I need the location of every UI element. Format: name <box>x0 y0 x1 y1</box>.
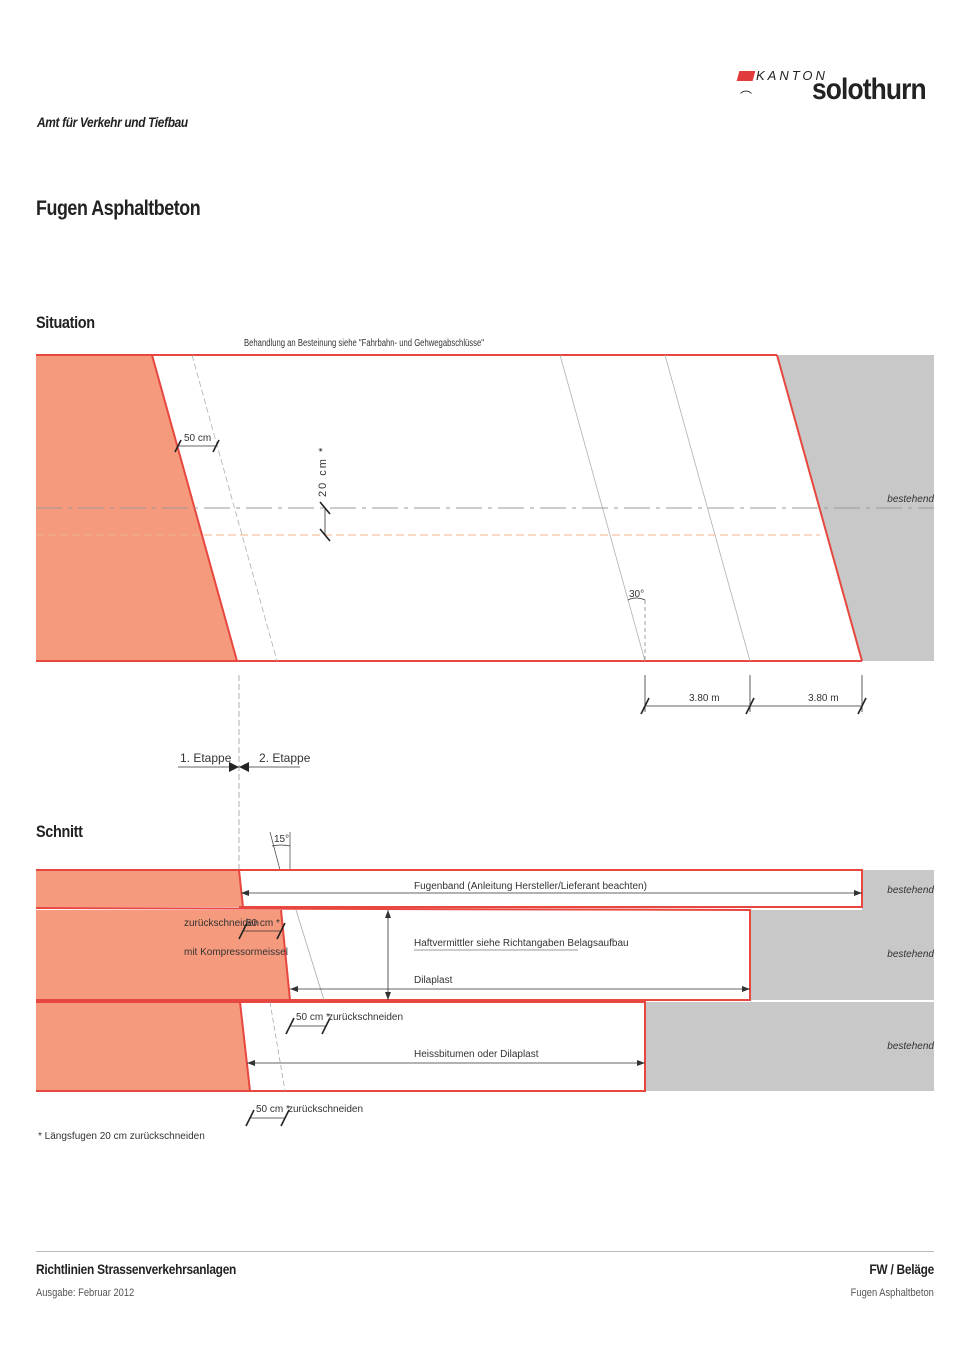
situation-heading: Situation <box>36 313 95 332</box>
kanton-solothurn-logo: ⌒ KANTON solothurn <box>736 68 938 108</box>
existing-label-1: bestehend <box>887 885 934 896</box>
cut-50-b: 50 cm * <box>296 1012 330 1023</box>
layer1-salmon <box>36 870 243 907</box>
kompressor-label: mit Kompressormeissel <box>184 947 288 958</box>
cut-label-a: zurückschneiden <box>184 918 259 929</box>
cut-b-tick-2 <box>321 1017 331 1035</box>
dilaplast-label: Dilaplast <box>414 975 453 986</box>
dilaplast-arrow-l-icon <box>290 986 298 992</box>
footer-document-name: Fugen Asphaltbeton <box>850 1287 934 1299</box>
layer1-existing <box>862 870 934 910</box>
dilaplast-arrow-r-icon <box>742 986 750 992</box>
plan-guide-50cm <box>191 354 278 662</box>
logo-hook-icon: ⌒ <box>740 90 753 104</box>
dim-50cm-tick-a <box>174 439 182 453</box>
dim-380-label-a: 3.80 m <box>689 693 720 704</box>
layer3-guide <box>269 1001 286 1092</box>
schnitt-heading: Schnitt <box>36 822 83 841</box>
layer3-outline <box>36 1001 646 1092</box>
footer-divider <box>36 1251 934 1252</box>
layer1-left-edge <box>238 869 244 908</box>
fugenband-arrow-l-icon <box>241 890 249 896</box>
haft-arrow-down-icon <box>385 992 391 1000</box>
department-name: Amt für Verkehr und Tiefbau <box>37 114 188 130</box>
cut-a-tick-2 <box>276 922 286 940</box>
angle-15-label: 15° <box>274 834 289 845</box>
footer-category: FW / Beläge <box>869 1261 934 1277</box>
angle-30-arc <box>627 597 646 601</box>
dim-50cm-tick-b <box>212 439 220 453</box>
haft-arrow-up-icon <box>385 910 391 918</box>
angle-30-label: 30° <box>629 589 644 600</box>
plan-top-note: Behandlung an Besteinung siehe "Fahrbahn… <box>244 338 484 349</box>
layer3-left-edge <box>239 1001 251 1092</box>
cut-b-tick-1 <box>285 1017 295 1035</box>
heiss-arrow-l-icon <box>247 1060 255 1066</box>
plan-existing-label: bestehend <box>887 494 934 505</box>
stage-arrow-left-icon <box>229 762 239 772</box>
dim-380-tick-1 <box>640 697 650 715</box>
cut-c-tick-1 <box>245 1109 255 1127</box>
stage-1-label: 1. Etappe <box>180 751 232 765</box>
dim-20cm-tick-a <box>319 501 331 515</box>
fugenband-label: Fugenband (Anleitung Hersteller/Lieferan… <box>414 881 647 892</box>
layer2-outline <box>35 907 751 1001</box>
cut-label-b: zurückschneiden <box>328 1012 403 1023</box>
footer-edition: Ausgabe: Februar 2012 <box>36 1287 135 1299</box>
layer1-outline <box>36 869 863 908</box>
dim-50cm-label: 50 cm <box>184 433 211 444</box>
cut-50-c: 50 cm * <box>256 1104 290 1115</box>
dim-20cm-label: 20 cm * <box>317 446 329 497</box>
angle-15-arc <box>271 844 291 847</box>
stage-2-label: 2. Etappe <box>259 751 311 765</box>
logo-solothurn: solothurn <box>812 73 927 106</box>
cut-label-c: zurückschneiden <box>288 1104 363 1115</box>
plan-guide-lane-2 <box>664 354 751 662</box>
angle-15-slant <box>269 831 281 871</box>
page-title: Fugen Asphaltbeton <box>36 197 201 220</box>
layer2-guide <box>295 909 325 1001</box>
fugenband-arrow-r-icon <box>854 890 862 896</box>
existing-label-3: bestehend <box>887 1041 934 1052</box>
heiss-arrow-r-icon <box>637 1060 645 1066</box>
cut-50-a: 50 cm * <box>246 918 280 929</box>
dim-380-tick-3 <box>857 697 867 715</box>
haftvermittler-label: Haftvermittler siehe Richtangaben Belags… <box>414 938 629 949</box>
plan-cut-right <box>776 354 863 662</box>
layer2-existing <box>750 910 934 1000</box>
layer2-salmon <box>36 910 290 1000</box>
layer2-left-edge <box>280 909 291 1001</box>
schnitt-section: 15° Fugenband (Anleitung Hersteller/Lief… <box>35 831 934 1142</box>
dim-380-label-b: 3.80 m <box>808 693 839 704</box>
footnote: * Längsfugen 20 cm zurückschneiden <box>38 1131 205 1142</box>
dim-380-tick-2 <box>745 697 755 715</box>
dim-20cm-tick-b <box>319 528 331 542</box>
cut-a-tick-1 <box>238 922 248 940</box>
existing-label-2: bestehend <box>887 949 934 960</box>
heissbitumen-label: Heissbitumen oder Dilaplast <box>414 1049 539 1060</box>
cut-c-tick-2 <box>280 1109 290 1127</box>
layer3-existing <box>645 1002 934 1091</box>
layer3-salmon <box>36 1002 250 1091</box>
footer-guideline-title: Richtlinien Strassenverkehrsanlagen <box>36 1261 237 1277</box>
stage-arrow-right-icon <box>239 762 249 772</box>
logo-kanton: KANTON <box>756 68 828 83</box>
situation-plan: Behandlung an Besteinung siehe "Fahrbahn… <box>36 338 934 870</box>
